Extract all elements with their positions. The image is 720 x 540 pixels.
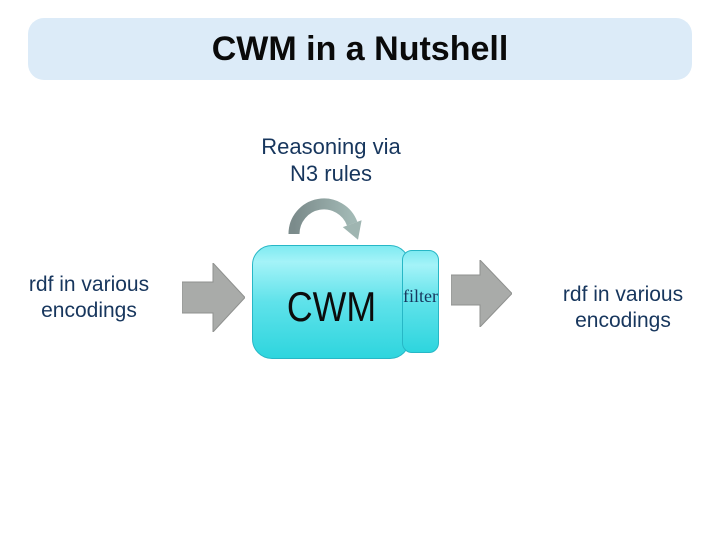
input-label: rdf in various encodings xyxy=(8,272,170,324)
output-label-line1: rdf in various xyxy=(562,283,684,306)
reasoning-label-line1: Reasoning via xyxy=(261,134,401,159)
title-bar: CWM in a Nutshell xyxy=(28,18,692,80)
reasoning-label-line2: N3 rules xyxy=(290,161,372,186)
filter-box: filter xyxy=(402,250,439,353)
cwm-box: CWM xyxy=(252,245,410,359)
output-label: rdf in various encodings xyxy=(542,282,704,334)
input-label-line2: encodings xyxy=(41,299,137,322)
cwm-box-label: CWM xyxy=(286,283,376,330)
loop-arrow-icon xyxy=(282,184,382,246)
input-label-line1: rdf in various xyxy=(28,273,150,296)
reasoning-label: Reasoning via N3 rules xyxy=(211,133,451,187)
output-right-arrow-icon xyxy=(451,260,512,327)
input-right-arrow-icon xyxy=(182,263,245,332)
filter-box-label: filter xyxy=(403,286,438,306)
page-title: CWM in a Nutshell xyxy=(211,29,509,68)
output-label-line2: encodings xyxy=(575,309,671,332)
